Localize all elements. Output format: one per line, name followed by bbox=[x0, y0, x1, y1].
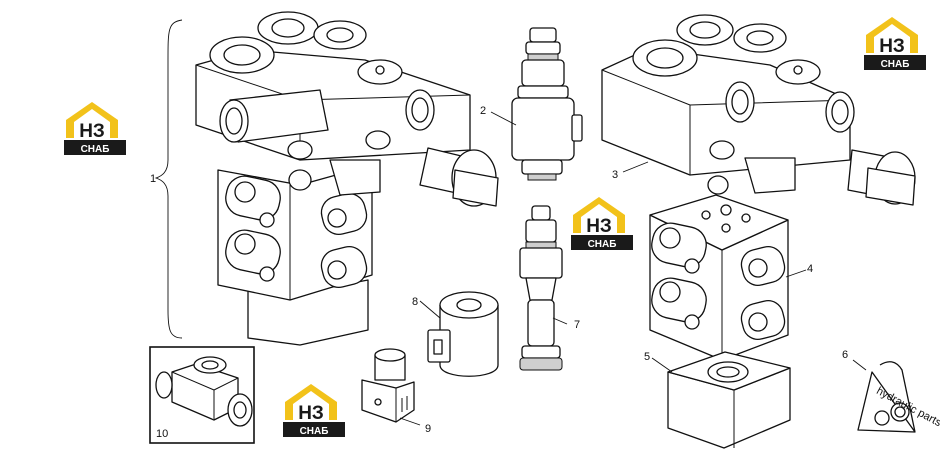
watermark-logo: НЗ СНАБ bbox=[569, 193, 635, 253]
house-logo-icon: НЗ СНАБ bbox=[864, 17, 926, 70]
logo-line2: СНАБ bbox=[300, 426, 329, 437]
logo-line1: НЗ bbox=[586, 216, 612, 237]
callout-2: 2 bbox=[480, 105, 486, 117]
valve-stem bbox=[527, 299, 555, 347]
callout-4: 4 bbox=[807, 263, 813, 275]
assembly-bracket bbox=[154, 19, 183, 339]
coil-body bbox=[511, 97, 575, 161]
callout-3: 3 bbox=[612, 169, 618, 181]
valve-block-4 bbox=[649, 194, 789, 361]
logo-line1: НЗ bbox=[298, 403, 324, 424]
leader-lines bbox=[399, 111, 867, 426]
cartridge-valve-7 bbox=[519, 205, 563, 371]
logo-line1: НЗ bbox=[79, 121, 105, 142]
callout-10: 10 bbox=[156, 428, 168, 440]
valve-body-3 bbox=[601, 14, 916, 206]
base-plate-5 bbox=[667, 351, 791, 449]
solenoid-cartridge-2 bbox=[511, 27, 583, 181]
callout-5: 5 bbox=[644, 351, 650, 363]
house-logo-icon: НЗ СНАБ bbox=[283, 384, 345, 437]
watermark-logo: НЗ СНАБ bbox=[281, 380, 347, 440]
logo-line2: СНАБ bbox=[81, 144, 110, 155]
valve-assembly-left bbox=[154, 11, 499, 346]
watermark-logo: НЗ СНАБ bbox=[862, 13, 928, 73]
connector-9 bbox=[361, 348, 415, 423]
house-logo-icon: НЗ СНАБ bbox=[571, 197, 633, 250]
solenoid-coil-8 bbox=[427, 291, 499, 377]
logo-line2: СНАБ bbox=[881, 59, 910, 70]
callout-7: 7 bbox=[574, 319, 580, 331]
callout-1: 1 bbox=[150, 173, 156, 185]
fitting-inset-10 bbox=[149, 346, 255, 444]
watermark-logo: НЗ СНАБ bbox=[62, 98, 128, 158]
logo-line2: СНАБ bbox=[588, 239, 617, 250]
callout-9: 9 bbox=[425, 423, 431, 435]
callout-6: 6 bbox=[842, 349, 848, 361]
logo-line1: НЗ bbox=[879, 36, 905, 57]
callout-8: 8 bbox=[412, 296, 418, 308]
seal-kit-6: hydraulic parts bbox=[857, 361, 940, 433]
callout-labels: 1 2 3 4 5 6 7 8 9 10 bbox=[150, 105, 848, 440]
house-logo-icon: НЗ СНАБ bbox=[64, 102, 126, 155]
